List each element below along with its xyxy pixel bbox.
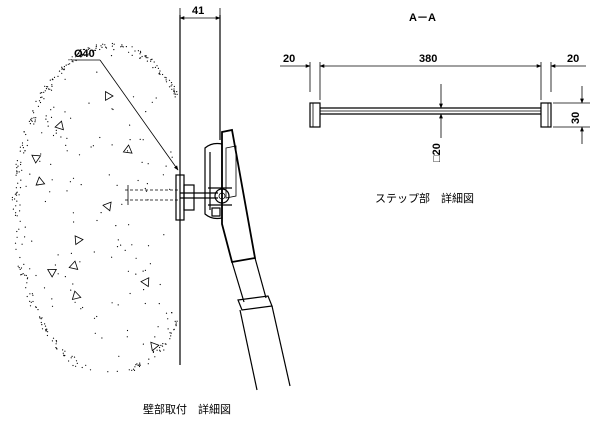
wall-thickness-dimension: 41 xyxy=(179,5,221,22)
hole-diameter-callout: Ø40 xyxy=(72,48,179,171)
anchor-bolt xyxy=(125,185,218,205)
span-dim-label: 380 xyxy=(419,53,437,65)
wall-concrete-hatch xyxy=(11,42,178,373)
step-detail-caption: ステップ部 詳細図 xyxy=(375,191,474,205)
height-dim-label: 30 xyxy=(570,112,582,124)
step-bracket xyxy=(204,128,257,264)
wall-spacer xyxy=(183,184,195,211)
wall-thickness-label: 41 xyxy=(192,5,204,17)
left-end-dim-label: 20 xyxy=(283,53,295,65)
bar-section-dim-label: □20 xyxy=(431,143,443,162)
support-pole xyxy=(231,257,291,391)
step-section-detail: A－A 20 380 20 □20 xyxy=(280,12,590,205)
top-dimension-row: 20 380 20 xyxy=(280,53,586,100)
wall-detail-caption: 壁部取付 詳細図 xyxy=(143,402,231,416)
wall-mount-detail: 41 Ø40 xyxy=(11,5,291,416)
section-label: A－A xyxy=(409,12,436,24)
hole-diameter-label: Ø40 xyxy=(74,48,95,60)
step-bar xyxy=(309,102,552,128)
right-end-dim-label: 20 xyxy=(567,53,579,65)
height-dimension: 30 xyxy=(553,86,590,144)
bar-section-dimension: □20 xyxy=(431,84,443,162)
